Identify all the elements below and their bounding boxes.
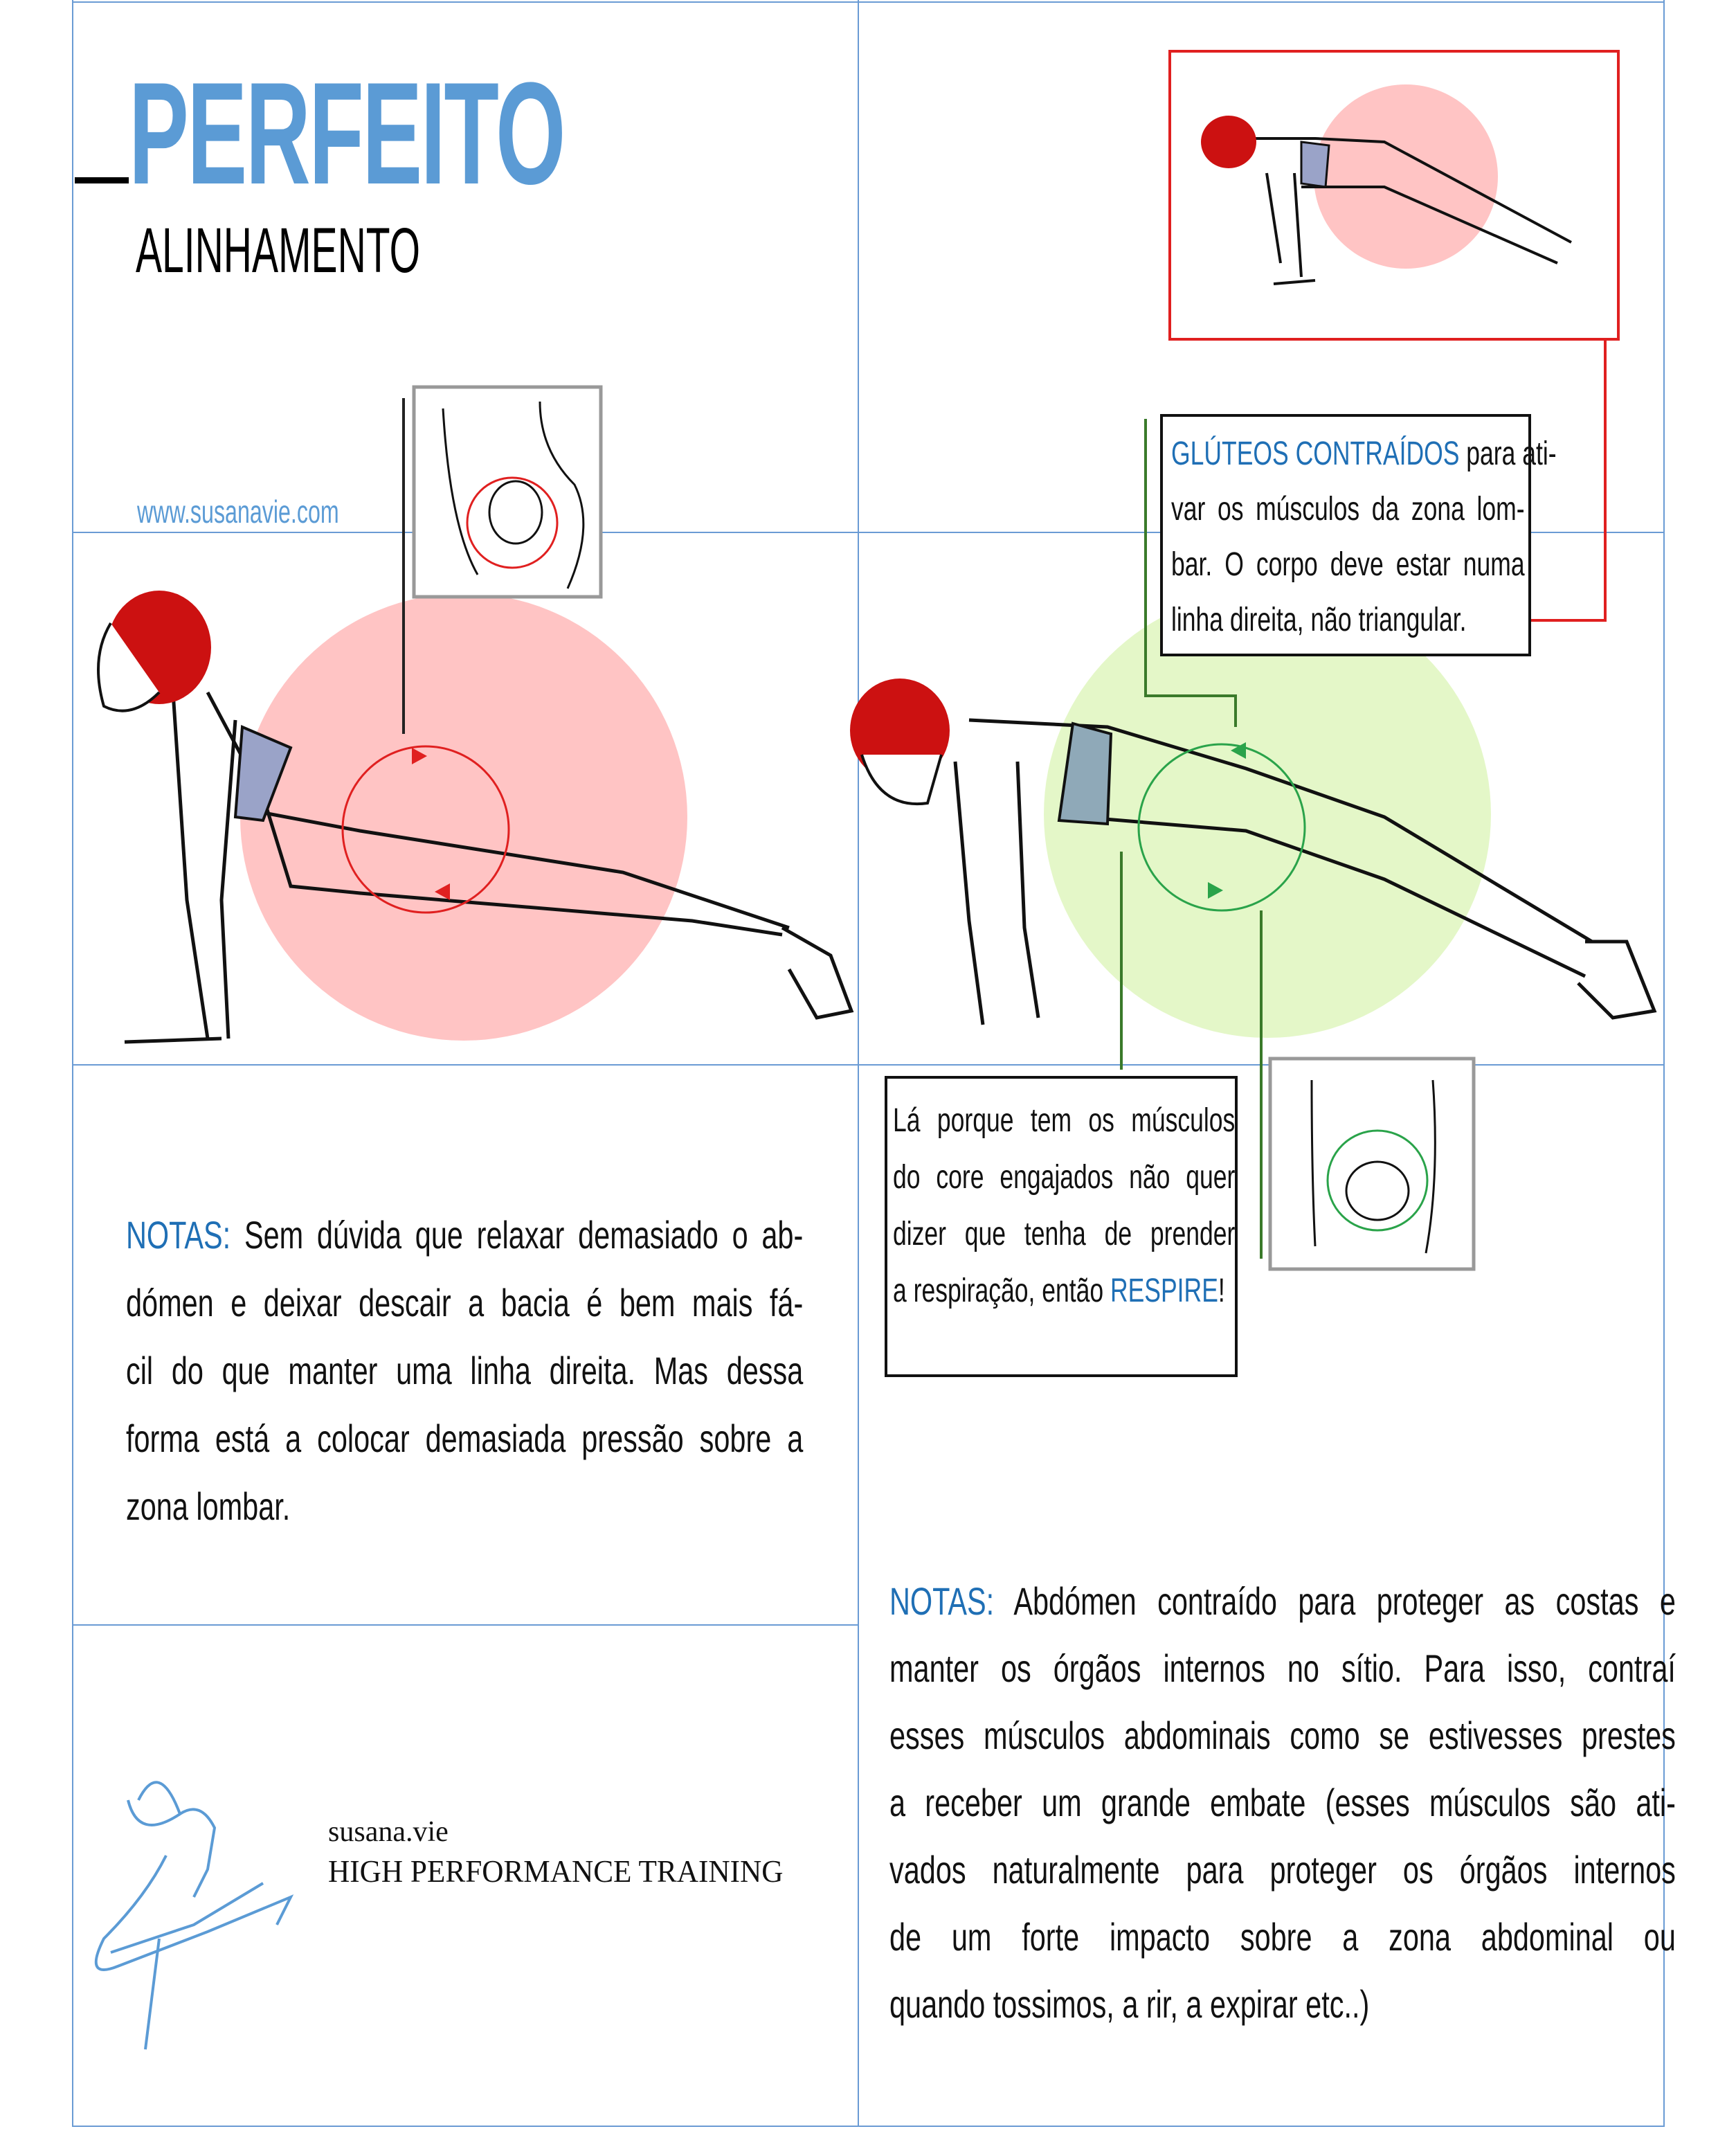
notes-text: manter os órgãos internos no sítio. Para…	[889, 1646, 1676, 1690]
notes-text: esses músculos abdominais como se estive…	[889, 1714, 1676, 1757]
grid-line	[1663, 0, 1665, 2127]
grid-line	[72, 2126, 1665, 2127]
callout-text: !	[1218, 1273, 1225, 1309]
pelvis-tilt-inset	[412, 385, 603, 599]
grid-line	[72, 532, 1665, 533]
callout-text: dizer que tenha de prender	[893, 1216, 1236, 1252]
notes-text: dómen e deixar descair a bacia é bem mai…	[126, 1281, 804, 1324]
notes-label: NOTAS:	[126, 1213, 231, 1257]
page-subtitle: ALINHAMENTO	[136, 215, 420, 286]
highlight-respire: RESPIRE	[1110, 1273, 1218, 1309]
notes-right: NOTAS: Abdómen contraído para proteger a…	[889, 1567, 1736, 2038]
notes-text: cil do que manter uma linha direita. Mas…	[126, 1349, 804, 1392]
good-pose-figure	[953, 718, 1657, 1025]
red-rotation-arrow	[341, 745, 510, 914]
green-rotation-arrow	[1137, 743, 1306, 912]
brand-tagline: HIGH PERFORMANCE TRAINING	[328, 1853, 784, 1889]
website-link[interactable]: www.susanavie.com	[137, 494, 339, 530]
notes-text: forma está a colocar demasiada pressão s…	[126, 1417, 804, 1460]
notes-text: Sem dúvida que relaxar demasiado o ab-	[230, 1213, 804, 1257]
bad-zone-circle	[240, 593, 687, 1041]
callout-breathe: Lá porque tem os músculos do core engaja…	[885, 1076, 1238, 1377]
title-dash	[75, 177, 129, 183]
grid-line	[72, 1064, 1665, 1066]
callout-text: a respiração, então	[893, 1273, 1110, 1309]
notes-text: Abdómen contraído para proteger as costa…	[994, 1579, 1676, 1623]
page-title: PERFEITO	[129, 52, 566, 215]
callout-glutes: GLÚTEOS CONTRAÍDOS para ati- var os músc…	[1160, 414, 1557, 656]
callout-text: para ati-	[1459, 435, 1557, 472]
notes-text: quando tossimos, a rir, a expirar etc..)	[889, 1982, 1370, 2026]
reference-pose-box	[1168, 50, 1620, 341]
grid-line	[72, 1624, 859, 1626]
brand-logo-icon	[94, 1781, 294, 2050]
grid-line	[72, 0, 73, 2127]
notes-text: a receber um grande embate (esses múscul…	[889, 1781, 1676, 1824]
pelvis-neutral-inset	[1268, 1057, 1476, 1271]
good-zone-circle	[1044, 591, 1491, 1038]
callout-text: bar. O corpo deve estar numa	[1171, 546, 1525, 583]
notes-text: zona lombar.	[126, 1484, 291, 1528]
notes-label: NOTAS:	[889, 1579, 995, 1623]
notes-left: NOTAS: Sem dúvida que relaxar demasiado …	[126, 1201, 1041, 1540]
brand-name: susana.vie	[328, 1816, 449, 1848]
grid-line	[72, 1, 1665, 3]
callout-text: var os músculos da zona lom-	[1171, 491, 1525, 528]
callout-text: Lá porque tem os músculos	[893, 1102, 1236, 1139]
callout-text: linha direita, não triangular.	[1171, 602, 1467, 638]
notes-text: vados naturalmente para proteger os órgã…	[889, 1848, 1676, 1892]
grid-line	[858, 0, 859, 2127]
highlight-glutes: GLÚTEOS CONTRAÍDOS	[1171, 435, 1460, 472]
notes-text: de um forte impacto sobre a zona abdomin…	[889, 1915, 1676, 1959]
callout-text: do core engajados não quer	[893, 1159, 1236, 1196]
